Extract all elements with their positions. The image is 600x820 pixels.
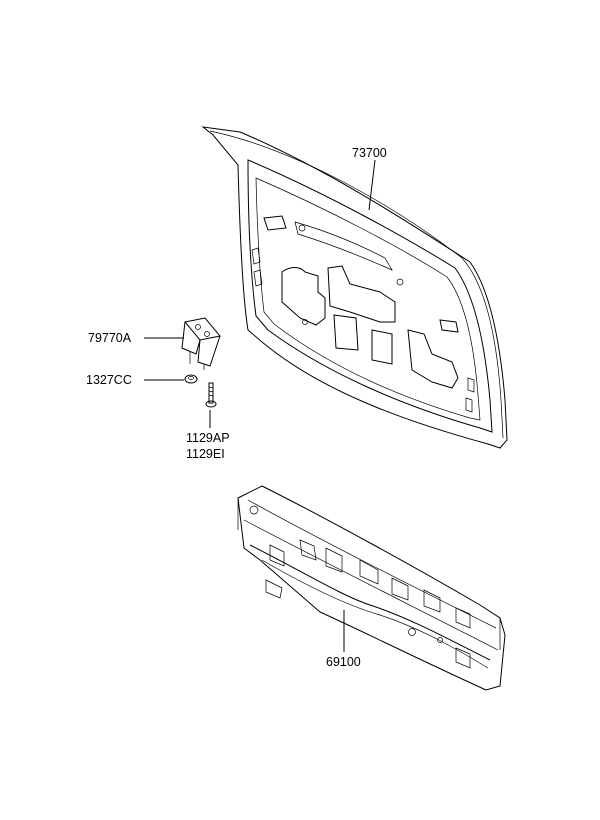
part-number-1129ei: 1129EI bbox=[186, 447, 225, 461]
nut-drawing bbox=[184, 374, 198, 384]
bolt-drawing bbox=[205, 382, 217, 408]
back-panel-drawing bbox=[237, 485, 506, 691]
bracket-drawing bbox=[181, 317, 221, 370]
tailgate-panel-drawing bbox=[201, 126, 508, 449]
part-number-79770a: 79770A bbox=[88, 331, 132, 345]
part-number-69100: 69100 bbox=[326, 655, 361, 669]
part-number-1129ap: 1129AP bbox=[186, 431, 230, 445]
leader-73700 bbox=[368, 159, 376, 211]
part-number-73700: 73700 bbox=[352, 146, 387, 160]
part-number-1327cc: 1327CC bbox=[86, 373, 132, 387]
